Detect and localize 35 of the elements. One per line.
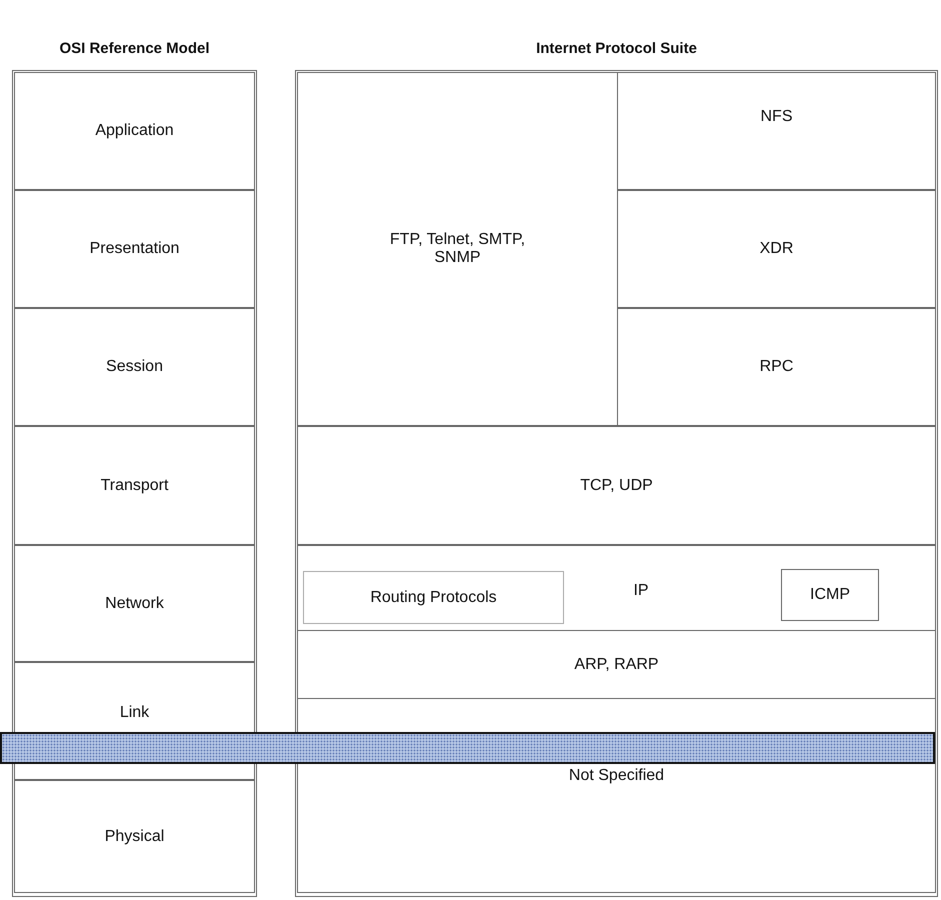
layer-box xyxy=(14,545,255,662)
protocol-box xyxy=(781,569,879,621)
layer-label: Presentation xyxy=(90,240,180,258)
layer-label: Session xyxy=(106,358,163,376)
layer-label: XDR xyxy=(760,240,794,258)
layer-label: IP xyxy=(632,582,650,600)
protocol-box xyxy=(617,190,936,308)
layer-label: NFS xyxy=(760,108,792,126)
layer-label: Routing Protocols xyxy=(370,588,497,606)
protocol-box xyxy=(617,308,936,426)
protocol-box xyxy=(297,72,618,426)
protocol-box xyxy=(303,571,564,624)
layer-box xyxy=(14,780,255,893)
layer-label: Not Specified xyxy=(568,767,664,785)
layer-label: ARP, RARP xyxy=(574,656,659,674)
layer-label: Application xyxy=(95,122,174,140)
layer-box xyxy=(14,308,255,426)
layer-box xyxy=(14,190,255,308)
layer-label: Physical xyxy=(104,828,164,846)
protocol-box xyxy=(297,630,936,699)
protocol-box xyxy=(297,426,936,545)
layer-label: RPC xyxy=(760,358,794,376)
column-heading: OSI Reference Model xyxy=(58,40,211,57)
protocol-box xyxy=(297,545,936,631)
protocol-box xyxy=(617,72,936,190)
layer-box xyxy=(14,426,255,545)
layer-label: Transport xyxy=(100,476,168,494)
layer-box xyxy=(14,72,255,190)
layer-label: TCP, UDP xyxy=(580,476,653,494)
highlight-bar xyxy=(0,732,935,764)
layer-label: Network xyxy=(105,594,164,612)
layer-label: FTP, Telnet, SMTP, SNMP xyxy=(388,231,526,267)
column-heading: Internet Protocol Suite xyxy=(536,40,697,57)
layer-label: Link xyxy=(120,704,150,722)
layer-label: ICMP xyxy=(810,586,850,604)
